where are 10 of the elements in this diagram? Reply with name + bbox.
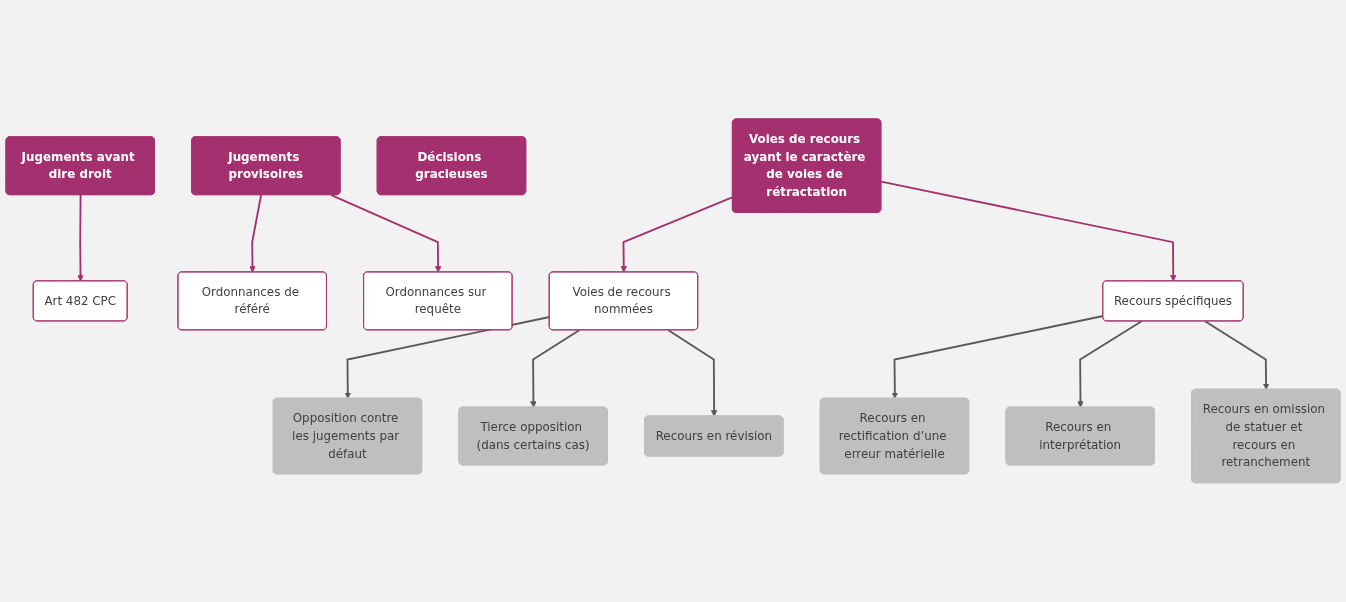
arrow [249,194,262,273]
arrow [620,196,734,273]
arrow [530,329,581,408]
arrow [1077,320,1143,408]
arrow [880,180,1177,282]
arrow [77,194,84,282]
arrow [667,329,718,417]
arrow [330,194,442,273]
arrow [1204,320,1270,391]
arrow [344,316,551,399]
